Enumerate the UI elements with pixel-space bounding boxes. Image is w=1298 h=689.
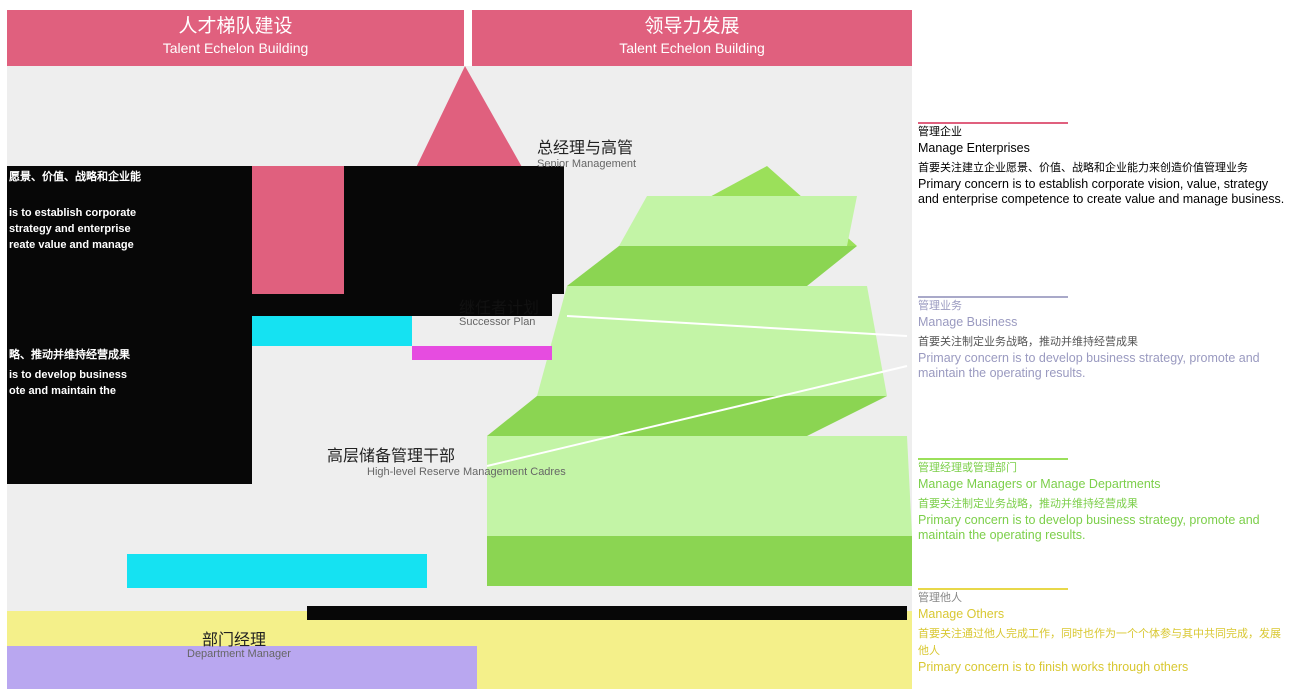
glitch-block-cyan: [252, 316, 412, 346]
glitch-block-dark: [307, 606, 907, 620]
level-label-reserve: 高层储备管理干部: [327, 448, 456, 465]
header-title-cn: 领导力发展: [644, 16, 740, 37]
left-fragment: 略、推动并维持经营成果: [9, 349, 130, 361]
pyramid-tier-2-light: [537, 286, 887, 396]
left-fragment: 愿景、价值、战略和企业能: [9, 171, 141, 183]
glitch-block-pink: [252, 166, 344, 294]
stage-title-en: Manage Managers or Manage Departments: [918, 477, 1161, 491]
talent-echelon-header: 人才梯队建设 Talent Echelon Building: [7, 10, 464, 66]
stage-desc-cn: 首要关注制定业务战略，推动并维持经营成果: [918, 498, 1138, 510]
stage-manage-business: 管理业务 Manage Business 首要关注制定业务战略，推动并维持经营成…: [918, 296, 1290, 381]
glitch-block-dark: [344, 166, 564, 294]
stage-title-en: Manage Others: [918, 607, 1005, 621]
stage-desc-en: Primary concern is to develop business s…: [918, 513, 1260, 542]
level-sublabel-reserve: High-level Reserve Management Cadres: [367, 466, 566, 478]
level-sublabel-department: Department Manager: [187, 648, 291, 660]
stage-title-en: Manage Business: [918, 315, 1018, 329]
stage-rule: [918, 296, 1068, 298]
stage-desc-cn: 首要关注通过他人完成工作，同时也作为一个个体参与其中共同完成，发展他人: [918, 628, 1281, 657]
stage-title-cn: 管理业务: [918, 300, 962, 312]
stage-title-cn: 管理他人: [918, 592, 962, 604]
header-subtitle-en: Talent Echelon Building: [619, 40, 765, 56]
left-fragment: is to develop business: [9, 369, 127, 381]
stage-rule: [918, 458, 1068, 460]
pyramid-tier-2: [567, 246, 857, 286]
left-fragment: strategy and enterprise: [9, 223, 131, 235]
stage-rule: [918, 122, 1068, 124]
stage-title-cn: 管理企业: [918, 126, 962, 138]
pyramid-tier-3: [487, 396, 887, 436]
pyramid-apex: [412, 66, 527, 176]
level-sublabel-successor: Successor Plan: [459, 316, 536, 328]
stage-desc-en: Primary concern is to develop business s…: [918, 351, 1260, 380]
left-fragment: ote and maintain the: [9, 385, 116, 397]
pyramid-svg: [412, 66, 912, 586]
level-sublabel-senior: Senior Management: [537, 158, 637, 170]
glitch-block-cyan: [127, 554, 427, 588]
header-title-cn: 人才梯队建设: [178, 16, 293, 37]
stage-manage-others: 管理他人 Manage Others 首要关注通过他人完成工作，同时也作为一个个…: [918, 588, 1290, 675]
connector-line: [486, 365, 908, 467]
glitch-block-dark: [7, 166, 252, 484]
level-label-senior: 总经理与高管: [537, 140, 634, 157]
glitch-block-purple: [7, 646, 477, 689]
stage-desc-en: Primary concern is to finish works throu…: [918, 660, 1189, 674]
level-label-department: 部门经理: [202, 632, 267, 649]
stage-manage-managers: 管理经理或管理部门 Manage Managers or Manage Depa…: [918, 458, 1290, 543]
stage-title-cn: 管理经理或管理部门: [918, 462, 1017, 474]
stage-desc-cn: 首要关注制定业务战略，推动并维持经营成果: [918, 336, 1138, 348]
header-divider: [466, 10, 470, 66]
level-label-successor: 继任者计划: [459, 300, 540, 317]
connector-line: [566, 315, 908, 337]
left-fragment: reate value and manage: [9, 239, 134, 251]
stage-rule: [918, 588, 1068, 590]
header-subtitle-en: Talent Echelon Building: [162, 40, 309, 56]
diagram-stage: 愿景、价值、战略和企业能 is to establish corporate s…: [7, 66, 912, 689]
stage-manage-enterprises: 管理企业 Manage Enterprises 首要关注建立企业愿景、价值、战略…: [918, 122, 1290, 207]
pyramid-tier-1-light: [619, 196, 857, 246]
left-fragment: is to establish corporate: [9, 207, 137, 219]
stage-title-en: Manage Enterprises: [918, 141, 1030, 155]
pyramid-tier-4: [487, 536, 912, 586]
leadership-development-header: 领导力发展 Talent Echelon Building: [472, 10, 912, 66]
pyramid-tier-3-light: [487, 436, 912, 536]
glitch-block-magenta: [412, 346, 552, 360]
stage-desc-cn: 首要关注建立企业愿景、价值、战略和企业能力来创造价值管理业务: [918, 162, 1248, 174]
stage-desc-en: Primary concern is to establish corporat…: [918, 177, 1285, 206]
glitch-block-dark: [252, 294, 552, 316]
